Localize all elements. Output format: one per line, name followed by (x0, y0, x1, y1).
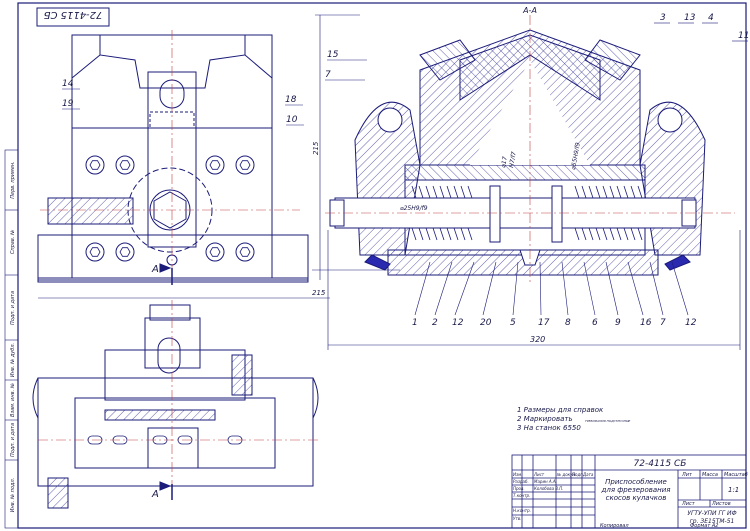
view-arrow-label-bottom: А (151, 489, 159, 500)
side-strip-label: Подп. и дата (10, 423, 16, 457)
dim-fit-right: ⌀55Н9/f9 (570, 142, 582, 171)
bolt-head (85, 242, 105, 262)
title-row-sign: Марин А.А. (534, 479, 557, 484)
section-label: А-А (522, 6, 537, 15)
dim-overall-width: 320 (530, 335, 545, 344)
callout-7: 7 (660, 318, 666, 328)
title-col-mass: Масса (702, 472, 718, 478)
callout-4: 4 (708, 13, 714, 23)
title-name-2: для фрезерования (601, 486, 671, 494)
bolt-head (205, 155, 225, 175)
side-strip-label: Инв. № подл. (10, 478, 16, 513)
title-format: Формат А2 (690, 523, 718, 529)
callout-18: 18 (285, 95, 297, 105)
side-strip-label: Перв. примен. (10, 161, 16, 199)
callout-13: 13 (684, 13, 696, 23)
section-arrow-bottom (159, 481, 173, 500)
callout-6: 6 (592, 318, 598, 328)
callout-9: 9 (615, 318, 621, 328)
callout-1: 1 (412, 318, 418, 328)
callout-leaders (414, 261, 689, 316)
title-sheets-label: Листов (711, 501, 731, 507)
bolt-head (235, 155, 255, 175)
section-centerlines (325, 15, 735, 285)
top-view-centerlines (38, 300, 320, 500)
callout-14: 14 (62, 79, 74, 89)
callout-19: 19 (62, 99, 74, 109)
dim-fit-left: ⌀25Н9/f9 (400, 205, 428, 212)
mirrored-drawing-code: 72-4115 СБ (43, 9, 102, 20)
callout-17: 17 (538, 318, 550, 328)
side-strip-label: Подп. и дата (10, 291, 16, 325)
section-arrow-top (159, 263, 173, 285)
title-code: 72-4115 СБ (634, 459, 687, 469)
title-row-sign: Колобова В.П. (534, 486, 564, 491)
title-col-scale: Масштаб (724, 472, 748, 478)
title-row-role: Утв. (513, 516, 521, 521)
callout-20: 20 (480, 318, 492, 328)
title-org-1: УГТУ-УПИ ГГ ИФ (687, 510, 736, 517)
front-view (36, 7, 309, 283)
front-centerlines (40, 30, 300, 285)
dim-height: 215 (312, 141, 320, 155)
bolt-head (115, 155, 135, 175)
bolt-head (85, 155, 105, 175)
callout-11: 11 (738, 31, 749, 41)
callout-8: 8 (565, 318, 571, 328)
side-strip-label: Взам. инв. № (10, 383, 16, 417)
title-sheet-label: Лист (681, 501, 696, 507)
title-name-3: скосов кулачков (606, 494, 667, 502)
side-strip-label: Инв. № дубл. (10, 343, 16, 377)
title-scale-value: 1:1 (728, 486, 739, 494)
callout-5: 5 (510, 318, 516, 328)
title-org-2: гр. ЗЕ15ТМ-51 (690, 518, 735, 525)
title-row-role: Изм. (513, 472, 522, 477)
title-row-role: Пров. (513, 486, 525, 491)
callout-15: 15 (327, 50, 339, 60)
mirrored-code-box (36, 7, 110, 27)
side-strip (4, 149, 19, 529)
title-col-lit: Лит (681, 472, 693, 478)
callout-7: 7 (325, 70, 331, 80)
top-view (32, 304, 319, 509)
title-row-sign: Лист (533, 472, 545, 477)
title-name-1: Приспособление (605, 478, 667, 486)
view-arrow-label-top: А (151, 264, 159, 275)
side-strip-label: Справ. № (10, 230, 16, 254)
callout-16: 16 (640, 318, 652, 328)
callout-12: 12 (685, 318, 697, 328)
title-row-role: Н.контр. (513, 508, 531, 513)
note-small: ТРЕБОВАНИЯ ПОДСТРОЧНЫЕ (585, 419, 630, 423)
dim-fit-mid-2: Н7/f7 (508, 151, 518, 168)
title-block (511, 454, 747, 529)
title-row-role: Т.контр. (513, 493, 530, 498)
title-row-date: Дата (582, 472, 594, 477)
title-row-sig: Подп. (572, 472, 584, 477)
bolt-head (205, 242, 225, 262)
dimension-lines (38, 14, 741, 350)
title-row-doc: № докум. (556, 472, 577, 477)
note-3: 3 На станок 6550 (517, 424, 581, 432)
callout-3: 3 (660, 13, 666, 23)
note-1: 1 Размеры для справок (517, 406, 604, 414)
bolt-head (235, 242, 255, 262)
note-2: 2 Маркировать (517, 415, 573, 423)
dim-fit-mid-1: ⌀17 (500, 156, 509, 168)
callout-2: 2 (432, 318, 438, 328)
callout-12: 12 (452, 318, 464, 328)
dim-width-front: 215 (312, 289, 326, 297)
callout-10: 10 (286, 115, 298, 125)
bolt-head (115, 242, 135, 262)
title-row-role: Разраб. (513, 479, 529, 484)
title-copied: Копировал (600, 523, 629, 529)
